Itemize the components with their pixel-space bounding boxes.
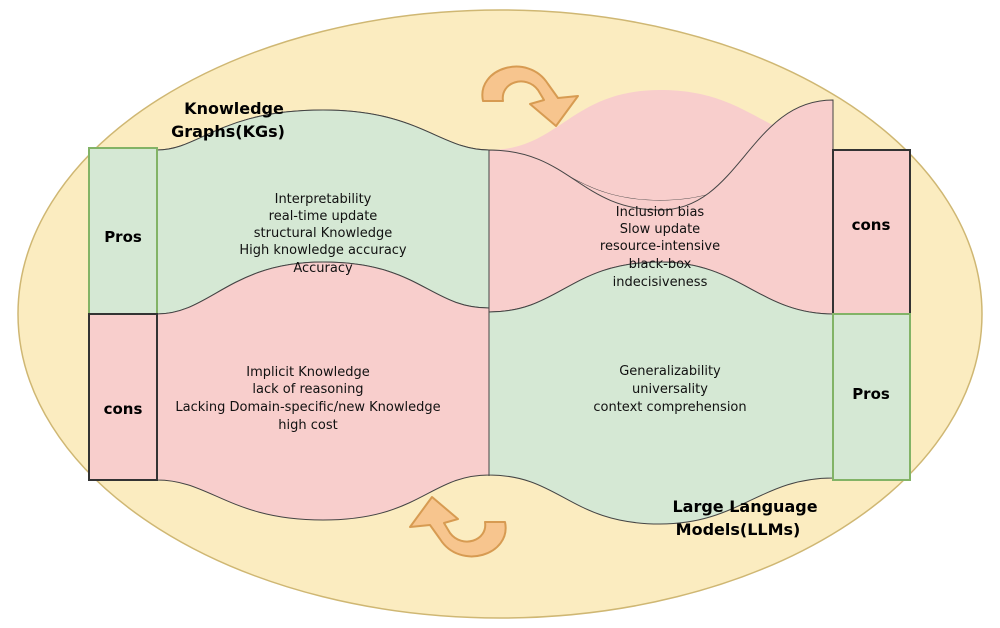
kg-pros-box <box>88 147 158 315</box>
kg-cons-box <box>88 313 158 481</box>
list-item: black-box <box>629 257 692 272</box>
llm-pros-box <box>832 313 911 481</box>
llm-title-line2: Models(LLMs) <box>676 520 801 539</box>
list-item: Implicit Knowledge <box>246 365 369 380</box>
kg-cons-label: cons <box>104 400 143 418</box>
llm-cons-label: cons <box>852 216 891 234</box>
kg-pros-label: Pros <box>104 228 142 246</box>
list-item: Slow update <box>620 222 700 237</box>
list-item: lack of reasoning <box>252 382 363 397</box>
kg-cons-list: Implicit Knowledge lack of reasoning Lac… <box>175 365 440 433</box>
cycle-arrow-top-icon <box>481 65 579 127</box>
llm-pros-label: Pros <box>852 385 890 403</box>
list-item: structural Knowledge <box>254 226 392 241</box>
kg-pros-list: Interpretability real-time update struct… <box>239 192 407 276</box>
list-item: high cost <box>278 418 337 433</box>
list-item: Interpretability <box>275 192 372 207</box>
llm-cons-list: Inclusion bias Slow update resource-inte… <box>600 205 720 290</box>
list-item: indecisiveness <box>613 275 708 290</box>
list-item: Generalizability <box>619 364 721 379</box>
kg-title-line1: Knowledge <box>184 99 284 118</box>
list-item: Accuracy <box>293 261 353 276</box>
cycle-arrow-bottom-icon <box>409 496 507 558</box>
llm-pros-list: Generalizability universality context co… <box>593 364 746 415</box>
llm-title-line1: Large Language <box>672 497 817 516</box>
list-item: resource-intensive <box>600 239 720 254</box>
list-item: context comprehension <box>593 400 746 415</box>
llm-cons-box <box>832 149 911 315</box>
list-item: High knowledge accuracy <box>239 243 407 258</box>
list-item: Inclusion bias <box>616 205 705 220</box>
kg-title-line2: Graphs(KGs) <box>171 122 285 141</box>
list-item: Lacking Domain-specific/new Knowledge <box>175 400 440 415</box>
list-item: universality <box>632 382 708 397</box>
list-item: real-time update <box>269 209 378 224</box>
